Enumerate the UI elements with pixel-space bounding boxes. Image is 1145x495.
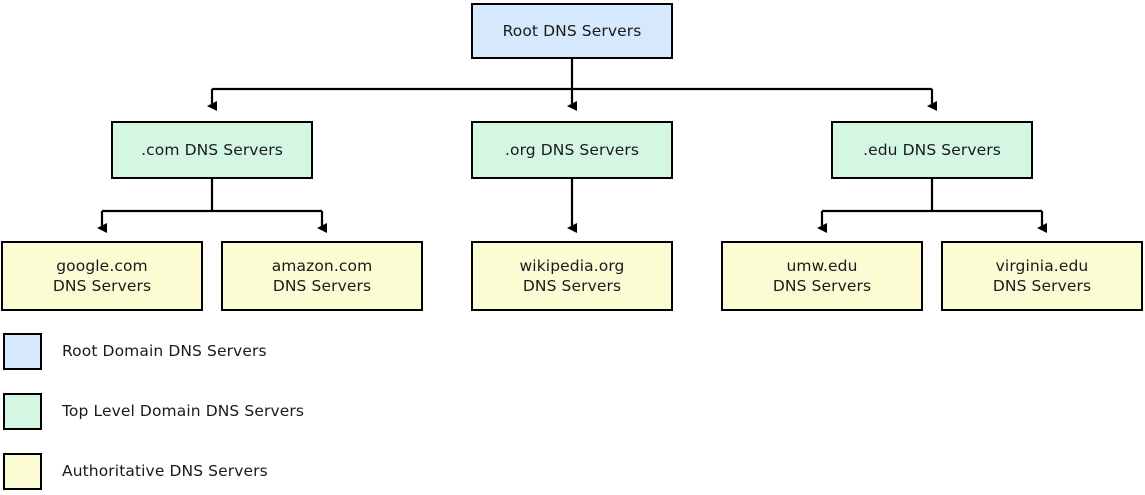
node-label: google.com DNS Servers <box>52 257 152 295</box>
node-label: .org DNS Servers <box>504 141 640 159</box>
node-wikipedia-org-dns-servers[interactable]: wikipedia.org DNS Servers <box>471 241 673 311</box>
node-virginia-edu-dns-servers[interactable]: virginia.edu DNS Servers <box>941 241 1143 311</box>
node-com-dns-servers[interactable]: .com DNS Servers <box>111 121 313 179</box>
node-org-dns-servers[interactable]: .org DNS Servers <box>471 121 673 179</box>
node-label: wikipedia.org DNS Servers <box>519 257 625 295</box>
node-label: .edu DNS Servers <box>863 141 1001 159</box>
edge-root-to-tlds <box>207 59 937 111</box>
node-label: umw.edu DNS Servers <box>772 257 872 295</box>
legend-swatch-top-level-domain <box>3 393 42 430</box>
node-label: amazon.com DNS Servers <box>271 257 373 295</box>
legend-label-root-domain: Root Domain DNS Servers <box>62 342 267 360</box>
legend-swatch-root-domain <box>3 333 42 370</box>
node-edu-dns-servers[interactable]: .edu DNS Servers <box>831 121 1033 179</box>
edge-com-to-children <box>97 179 327 233</box>
node-label: Root DNS Servers <box>502 22 642 40</box>
node-google-com-dns-servers[interactable]: google.com DNS Servers <box>1 241 203 311</box>
node-root-dns-servers[interactable]: Root DNS Servers <box>471 3 673 59</box>
legend-swatch-authoritative <box>3 453 42 490</box>
edge-edu-to-children <box>817 179 1047 233</box>
node-label: .com DNS Servers <box>141 141 283 159</box>
node-label: virginia.edu DNS Servers <box>992 257 1092 295</box>
node-amazon-com-dns-servers[interactable]: amazon.com DNS Servers <box>221 241 423 311</box>
legend-label-top-level-domain: Top Level Domain DNS Servers <box>62 402 304 420</box>
node-umw-edu-dns-servers[interactable]: umw.edu DNS Servers <box>721 241 923 311</box>
legend-label-authoritative: Authoritative DNS Servers <box>62 462 268 480</box>
